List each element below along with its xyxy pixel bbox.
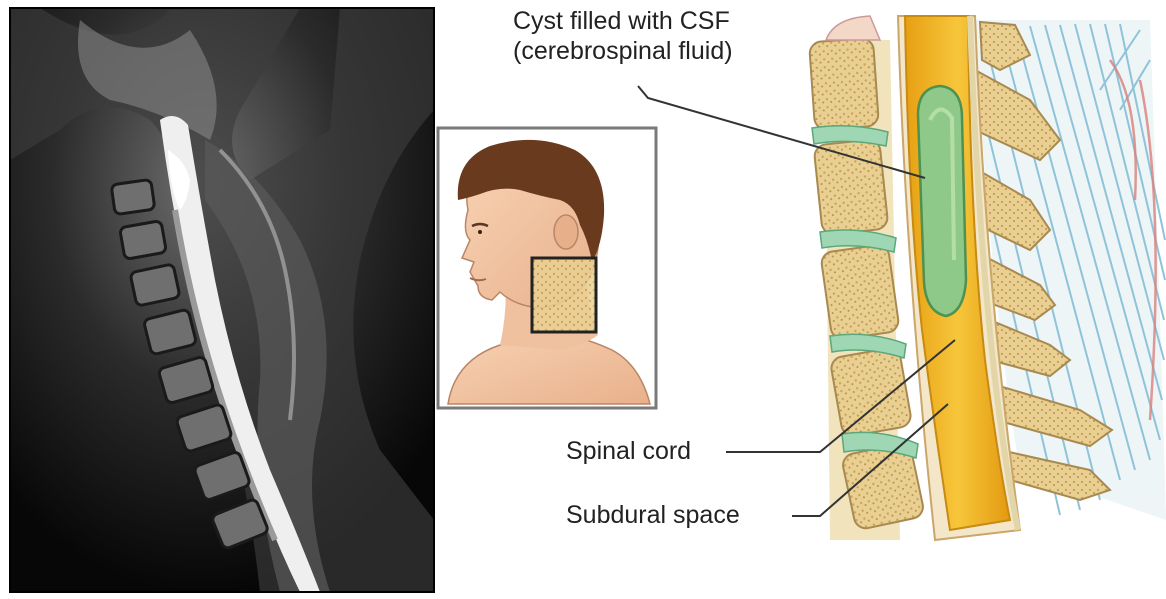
cyst-label: Cyst filled with CSF (cerebrospinal flui…: [513, 6, 733, 66]
cyst-label-line-2: (cerebrospinal fluid): [513, 36, 733, 66]
mri-scan: [10, 8, 434, 592]
cyst-shape: [918, 86, 966, 316]
subdural-space-label: Subdural space: [566, 500, 740, 530]
spinal-cord-label: Spinal cord: [566, 436, 691, 466]
inset-head-illustration: [438, 128, 656, 408]
cyst-label-line-1: Cyst filled with CSF: [513, 6, 733, 36]
spine-illustration: [809, 16, 1166, 540]
